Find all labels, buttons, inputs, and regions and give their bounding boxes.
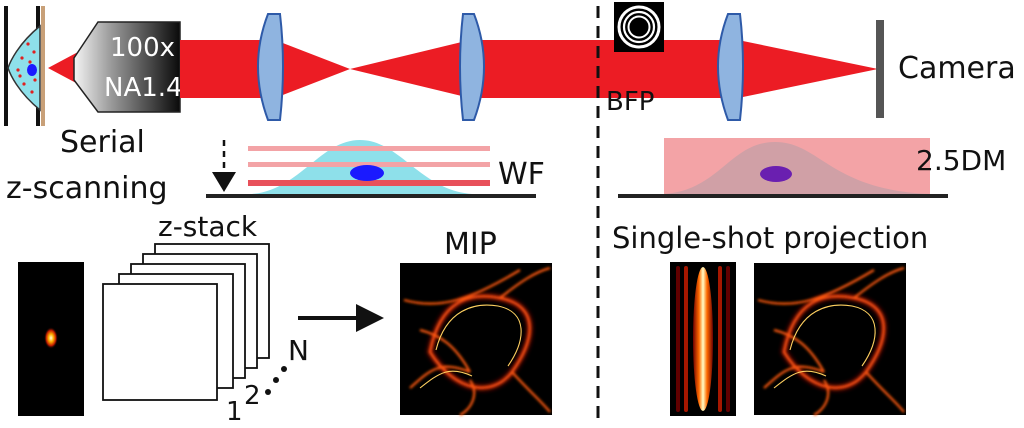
dm-psf-image <box>670 262 736 416</box>
dm-nucleus <box>760 166 792 182</box>
mip-image <box>400 263 552 416</box>
sample-nucleus <box>27 64 37 76</box>
phase-mask-ring-inner <box>627 15 651 39</box>
psf-side-lobe-right-inner <box>718 266 722 412</box>
zstack-frame-1 <box>102 283 218 401</box>
focal-plane-3 <box>248 180 490 186</box>
dm-label: 2.5DM <box>916 144 1006 177</box>
relay-lens-3 <box>717 13 744 121</box>
single-shot-label: Single-shot projection <box>612 221 928 255</box>
focal-plane-2 <box>248 162 490 167</box>
beam-focus-cone <box>48 52 78 84</box>
stack-index-2: 2 <box>244 381 261 411</box>
sample-cell-side-view <box>7 24 41 112</box>
bfp-phase-mask <box>614 2 664 52</box>
phase-mask-ring-mid <box>622 10 656 44</box>
dm-result-panel: Single-shot projection <box>612 221 928 416</box>
stack-index-n: N <box>288 334 309 367</box>
dm-panel: 2.5DM <box>618 138 1006 198</box>
relay-lens-2 <box>459 13 485 121</box>
objective-na: NA1.4 <box>104 73 183 103</box>
dm-cell-profile <box>664 142 930 194</box>
stack-index-1: 1 <box>226 397 243 427</box>
focal-plane-1 <box>248 146 490 151</box>
beam-segment-2 <box>470 40 738 98</box>
serial-label-line1: Serial <box>60 125 145 160</box>
phase-mask-ring-outer <box>617 5 661 49</box>
beam-converging-camera <box>738 40 878 98</box>
wf-psf-spot <box>44 327 58 349</box>
objective-magnification: 100x <box>110 33 175 63</box>
scan-arrow-head <box>212 172 236 192</box>
mip-label: MIP <box>444 227 497 262</box>
psf-side-lobe-left-inner <box>684 266 688 412</box>
psf-side-lobe-left-outer <box>676 266 680 412</box>
beam-segment-1 <box>180 40 275 98</box>
wf-nucleus <box>350 165 384 181</box>
wf-focal-planes <box>248 146 490 186</box>
beam-diverging-1 <box>350 40 470 98</box>
serial-label-line2: z-scanning <box>6 171 168 206</box>
camera-label: Camera <box>898 51 1016 86</box>
zstack-label: z-stack <box>158 210 258 243</box>
wf-label: WF <box>498 157 545 192</box>
psf-central-lobe <box>693 267 713 411</box>
beam-converging-1 <box>275 40 350 98</box>
dm-projection-image <box>754 263 906 416</box>
cell-dots <box>16 42 37 94</box>
optical-path: 100x NA1.4 BFP Camera <box>4 2 1016 126</box>
zstack-frames <box>102 243 270 401</box>
psf-side-lobe-right-outer <box>726 266 730 412</box>
camera-sensor <box>876 20 884 118</box>
relay-lens-1 <box>257 13 284 121</box>
projection-arrow-head <box>356 304 384 332</box>
objective-lens <box>73 21 181 113</box>
stack-ellipsis <box>265 366 287 395</box>
wf-panel: Serial z-scanning WF <box>6 125 545 206</box>
wf-result-panel: z-stack 1 2 N MIP <box>18 210 552 427</box>
bfp-label: BFP <box>606 87 654 117</box>
